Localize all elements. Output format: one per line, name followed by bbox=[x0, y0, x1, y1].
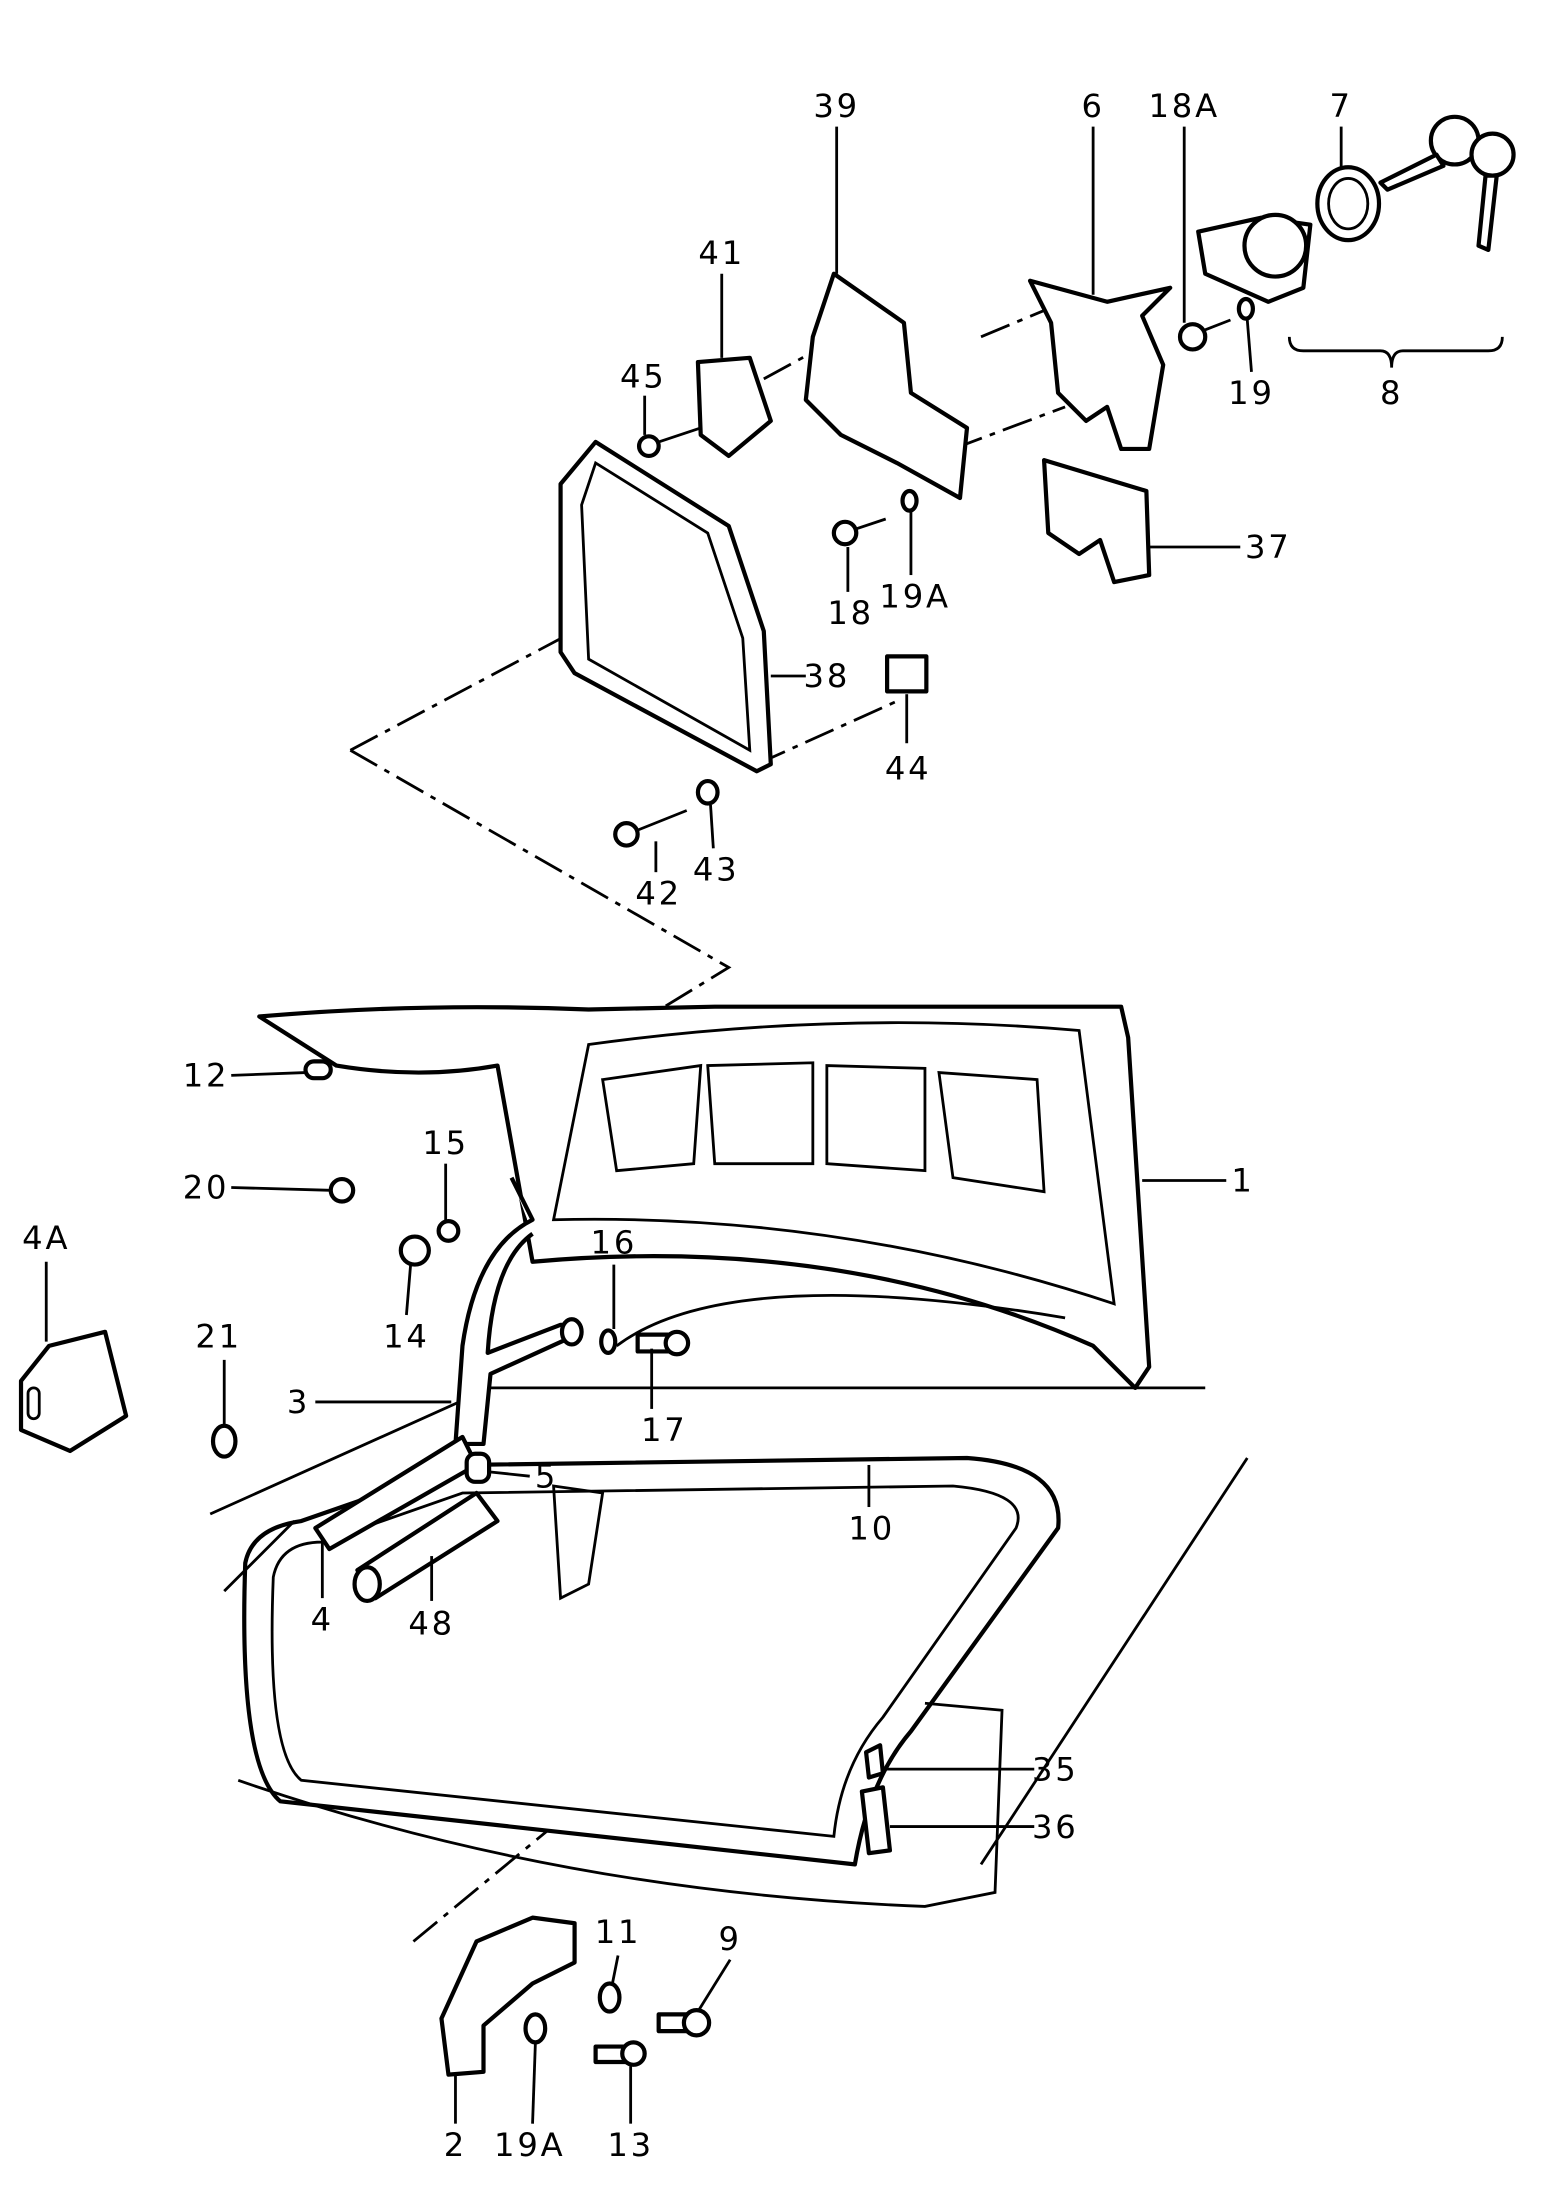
part-41-switch bbox=[695, 355, 773, 459]
part-19A-washer-top bbox=[900, 488, 919, 513]
label-18A: 18A bbox=[1148, 87, 1219, 125]
label-4: 4 bbox=[311, 1600, 334, 1638]
label-7: 7 bbox=[1330, 87, 1353, 125]
part-9-bolt bbox=[656, 2008, 712, 2038]
part-44-clip bbox=[885, 654, 929, 694]
part-38-cover bbox=[558, 439, 773, 774]
label-12: 12 bbox=[183, 1057, 230, 1095]
label-6: 6 bbox=[1081, 87, 1104, 125]
part-12-plug bbox=[303, 1059, 333, 1081]
part-43-washer bbox=[695, 778, 720, 806]
part-45-screw bbox=[636, 426, 702, 459]
part-19-washer bbox=[1236, 296, 1255, 321]
part-11-washer bbox=[597, 1981, 622, 2014]
label-19A-bottom: 19A bbox=[494, 2126, 565, 2164]
label-18: 18 bbox=[827, 594, 874, 632]
label-41: 41 bbox=[698, 234, 745, 272]
label-9: 9 bbox=[718, 1920, 741, 1958]
label-19: 19 bbox=[1228, 374, 1275, 412]
label-19A-top: 19A bbox=[879, 577, 950, 615]
part-19A-washer-bottom bbox=[523, 2012, 548, 2045]
bracket-8 bbox=[1287, 336, 1504, 368]
label-14: 14 bbox=[383, 1317, 430, 1355]
label-45: 45 bbox=[620, 357, 667, 395]
label-15: 15 bbox=[422, 1124, 469, 1162]
label-8: 8 bbox=[1380, 374, 1403, 412]
label-37: 37 bbox=[1245, 528, 1292, 566]
part-48-tube bbox=[352, 1490, 500, 1604]
label-13: 13 bbox=[607, 2126, 654, 2164]
label-44: 44 bbox=[885, 750, 932, 788]
part-17-bolt bbox=[635, 1329, 691, 1357]
label-2: 2 bbox=[444, 2126, 467, 2164]
label-43: 43 bbox=[693, 851, 740, 889]
part-35-36-clips bbox=[859, 1743, 893, 1856]
label-35: 35 bbox=[1032, 1750, 1079, 1788]
part-3-torsion-bar bbox=[453, 1176, 584, 1447]
part-keys bbox=[1378, 114, 1516, 253]
part-10-trunk-seal-and-body bbox=[209, 1294, 1249, 1908]
label-5: 5 bbox=[535, 1457, 558, 1495]
leader-lines bbox=[44, 126, 1343, 2124]
label-4A: 4A bbox=[22, 1219, 70, 1257]
part-16-washer bbox=[599, 1328, 618, 1355]
part-18A-screw bbox=[1177, 318, 1231, 352]
label-11: 11 bbox=[595, 1913, 642, 1951]
part-1-trunk-lid bbox=[257, 1004, 1152, 1390]
label-20: 20 bbox=[183, 1169, 230, 1207]
label-42: 42 bbox=[635, 874, 682, 912]
part-15-washer bbox=[436, 1219, 461, 1243]
part-number-labels: 39 6 18A 7 41 45 19 8 37 18 19A 38 44 42… bbox=[22, 87, 1403, 2164]
part-4A-buffer bbox=[18, 1329, 129, 1454]
part-7-ring bbox=[1315, 165, 1382, 243]
part-37-cover bbox=[1041, 458, 1152, 585]
label-10: 10 bbox=[848, 1509, 895, 1547]
label-48: 48 bbox=[408, 1605, 455, 1643]
part-13-bolt bbox=[593, 2040, 647, 2067]
part-21-cap bbox=[210, 1423, 238, 1459]
label-16: 16 bbox=[591, 1223, 638, 1261]
label-21: 21 bbox=[195, 1317, 242, 1355]
part-5-bumper bbox=[464, 1451, 492, 1484]
label-36: 36 bbox=[1032, 1808, 1079, 1846]
label-39: 39 bbox=[813, 87, 860, 125]
part-14-nut bbox=[398, 1234, 431, 1267]
label-3: 3 bbox=[287, 1383, 310, 1421]
part-6-latch bbox=[1027, 278, 1173, 452]
label-17: 17 bbox=[641, 1411, 688, 1449]
label-38: 38 bbox=[804, 657, 851, 695]
label-1: 1 bbox=[1231, 1162, 1254, 1200]
part-42-screw bbox=[613, 809, 688, 848]
part-lock-cylinder bbox=[1196, 212, 1313, 304]
part-2-lock-striker bbox=[439, 1915, 577, 2077]
part-39-bracket bbox=[803, 271, 970, 501]
part-20-clip bbox=[328, 1176, 356, 1204]
part-18-screw bbox=[831, 517, 887, 547]
